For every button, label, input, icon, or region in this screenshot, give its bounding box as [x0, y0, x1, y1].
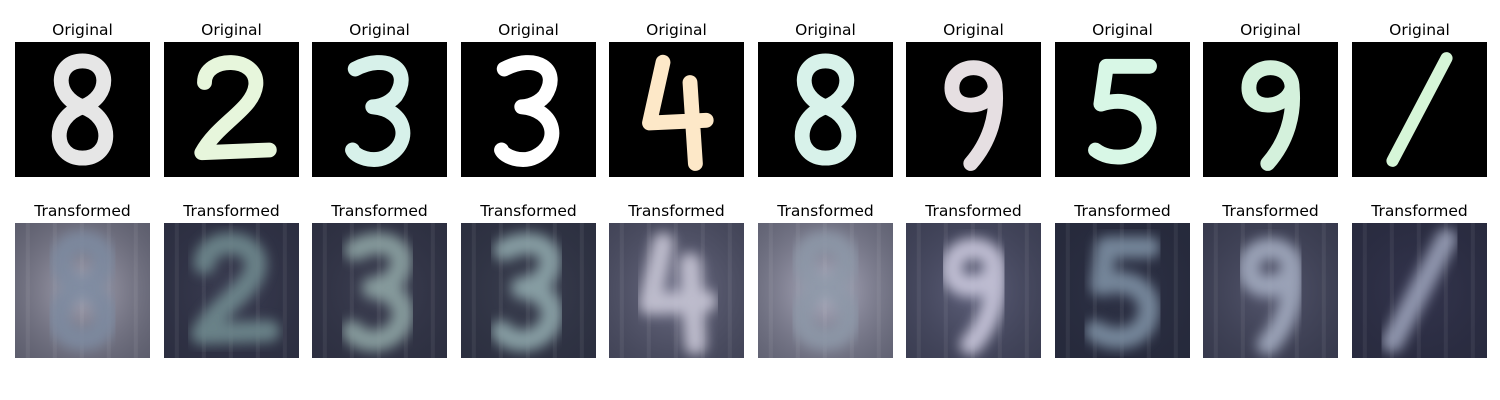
- transformed-image: [312, 223, 447, 358]
- digit-3-image: [461, 223, 596, 358]
- original-image: [312, 42, 447, 177]
- transformed-image: [906, 223, 1041, 358]
- digit-1-image: [1352, 223, 1487, 358]
- original-title: Original: [943, 21, 1004, 39]
- digit-2-image: [164, 223, 299, 358]
- digit-3-image: [312, 223, 447, 358]
- digit-2-image: [164, 42, 299, 177]
- original-title: Original: [646, 21, 707, 39]
- original-title: Original: [1389, 21, 1450, 39]
- original-image: [15, 42, 150, 177]
- transformed-image: [1055, 223, 1190, 358]
- original-title: Original: [201, 21, 262, 39]
- digit-4-image: [609, 42, 744, 177]
- original-title: Original: [498, 21, 559, 39]
- transformed-title: Transformed: [777, 202, 874, 220]
- original-title: Original: [795, 21, 856, 39]
- digit-3-image: [461, 42, 596, 177]
- transformed-title: Transformed: [925, 202, 1022, 220]
- digit-1-image: [1352, 42, 1487, 177]
- transformed-image: [15, 223, 150, 358]
- transformed-title: Transformed: [1222, 202, 1319, 220]
- digit-9-image: [1203, 223, 1338, 358]
- transformed-title: Transformed: [34, 202, 131, 220]
- original-image: [609, 42, 744, 177]
- transformed-image: [461, 223, 596, 358]
- transformed-image: [1352, 223, 1487, 358]
- digit-8-image: [15, 223, 150, 358]
- transformed-image: [1203, 223, 1338, 358]
- digit-3-image: [312, 42, 447, 177]
- transformed-image: [164, 223, 299, 358]
- original-image: [1352, 42, 1487, 177]
- digit-8-image: [758, 223, 893, 358]
- original-title: Original: [349, 21, 410, 39]
- original-image: [1055, 42, 1190, 177]
- original-title: Original: [1240, 21, 1301, 39]
- digit-9-image: [906, 223, 1041, 358]
- transformed-image: [609, 223, 744, 358]
- original-image: [906, 42, 1041, 177]
- digit-8-image: [758, 42, 893, 177]
- transformed-title: Transformed: [331, 202, 428, 220]
- transformed-title: Transformed: [183, 202, 280, 220]
- digit-5-image: [1055, 42, 1190, 177]
- transformed-title: Transformed: [1371, 202, 1468, 220]
- transformed-image: [758, 223, 893, 358]
- original-image: [1203, 42, 1338, 177]
- original-title: Original: [1092, 21, 1153, 39]
- digit-8-image: [15, 42, 150, 177]
- original-image: [164, 42, 299, 177]
- original-image: [758, 42, 893, 177]
- original-image: [461, 42, 596, 177]
- transformed-title: Transformed: [628, 202, 725, 220]
- transformed-title: Transformed: [480, 202, 577, 220]
- transformed-title: Transformed: [1074, 202, 1171, 220]
- original-title: Original: [52, 21, 113, 39]
- digit-9-image: [906, 42, 1041, 177]
- digit-4-image: [609, 223, 744, 358]
- digit-5-image: [1055, 223, 1190, 358]
- digit-9-image: [1203, 42, 1338, 177]
